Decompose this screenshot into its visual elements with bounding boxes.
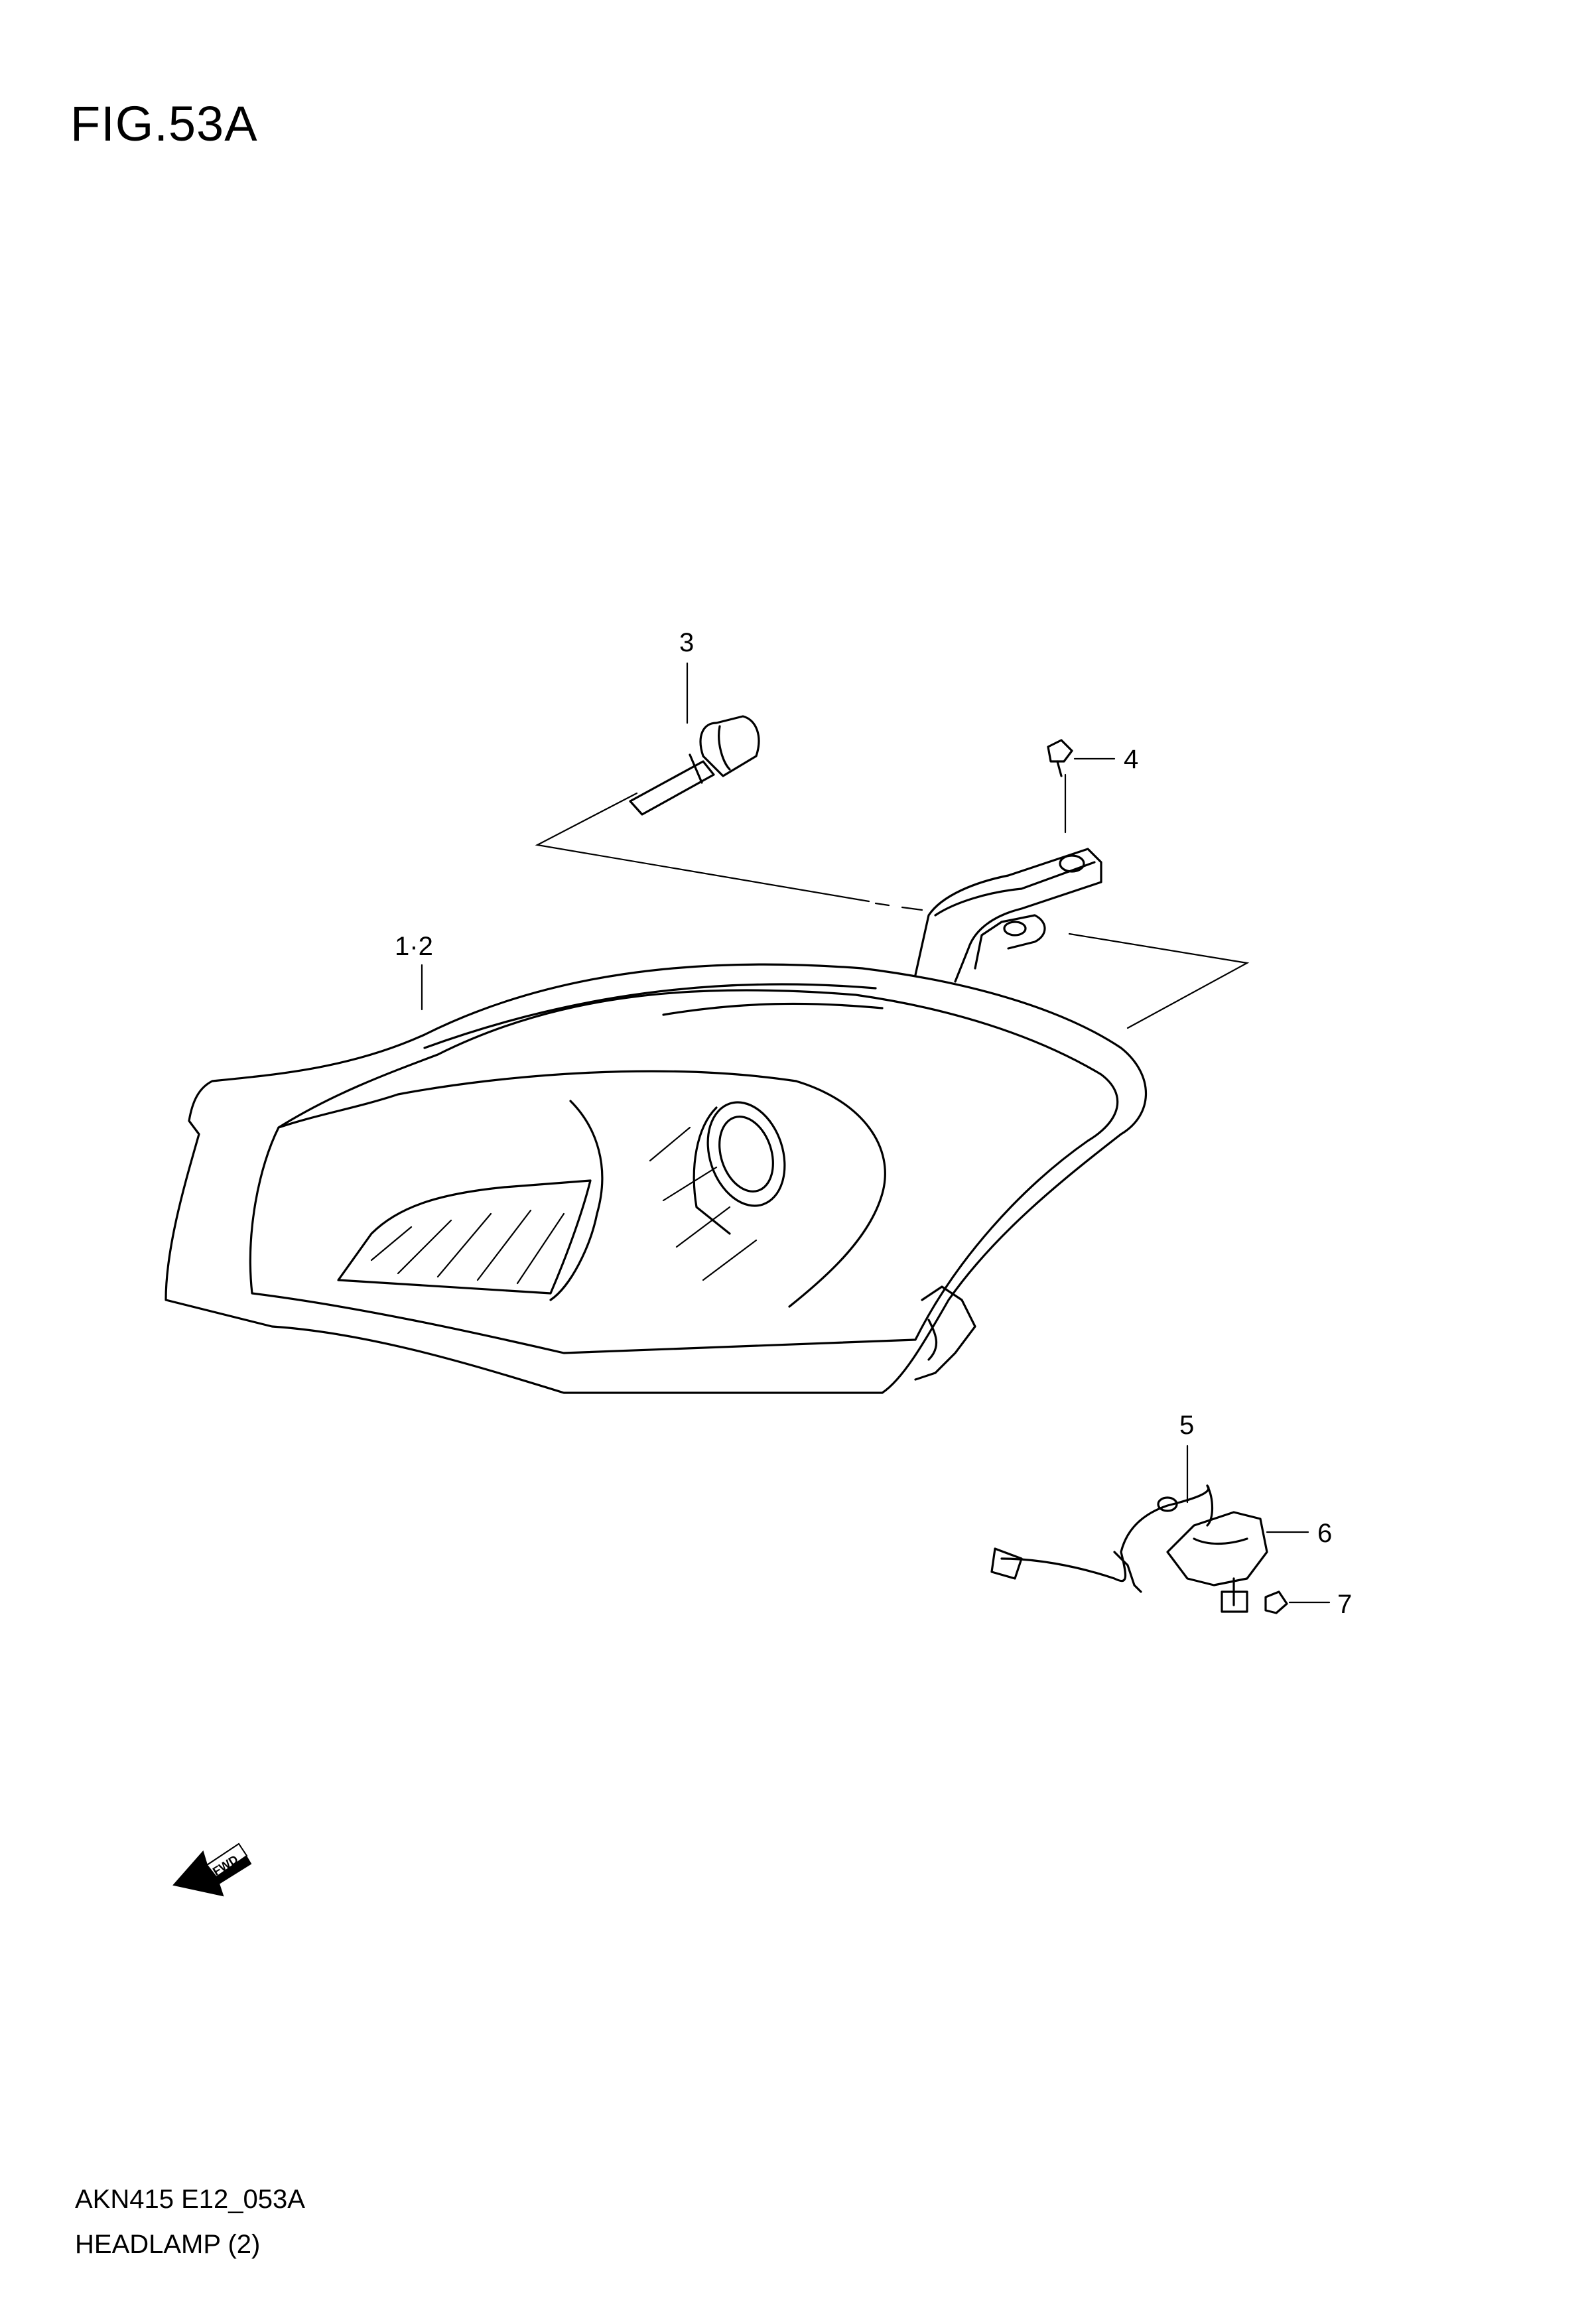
- screw-4[interactable]: [1047, 739, 1116, 777]
- headlamp-assembly[interactable]: [165, 848, 1148, 1394]
- callout-7: 7: [1337, 1590, 1352, 1619]
- callout-6: 6: [1317, 1519, 1332, 1548]
- drawing-code: AKN415 E12_053A: [75, 2185, 305, 2214]
- callout-3: 3: [679, 628, 694, 657]
- forward-arrow-icon: FWD: [172, 1842, 252, 1897]
- callout-4: 4: [1124, 745, 1138, 774]
- assembly-guide-lines: [535, 773, 1250, 1029]
- callout-1-2: 1·2: [395, 932, 433, 961]
- leveling-sensor-bracket[interactable]: [1166, 1511, 1309, 1613]
- leveling-sensor-harness[interactable]: [990, 1445, 1214, 1593]
- drawing-name: HEADLAMP (2): [75, 2230, 261, 2259]
- headlamp-bulb[interactable]: [629, 662, 760, 816]
- bolt-7[interactable]: [1264, 1590, 1331, 1614]
- figure-title: FIG.53A: [70, 96, 258, 151]
- callout-5: 5: [1179, 1411, 1194, 1440]
